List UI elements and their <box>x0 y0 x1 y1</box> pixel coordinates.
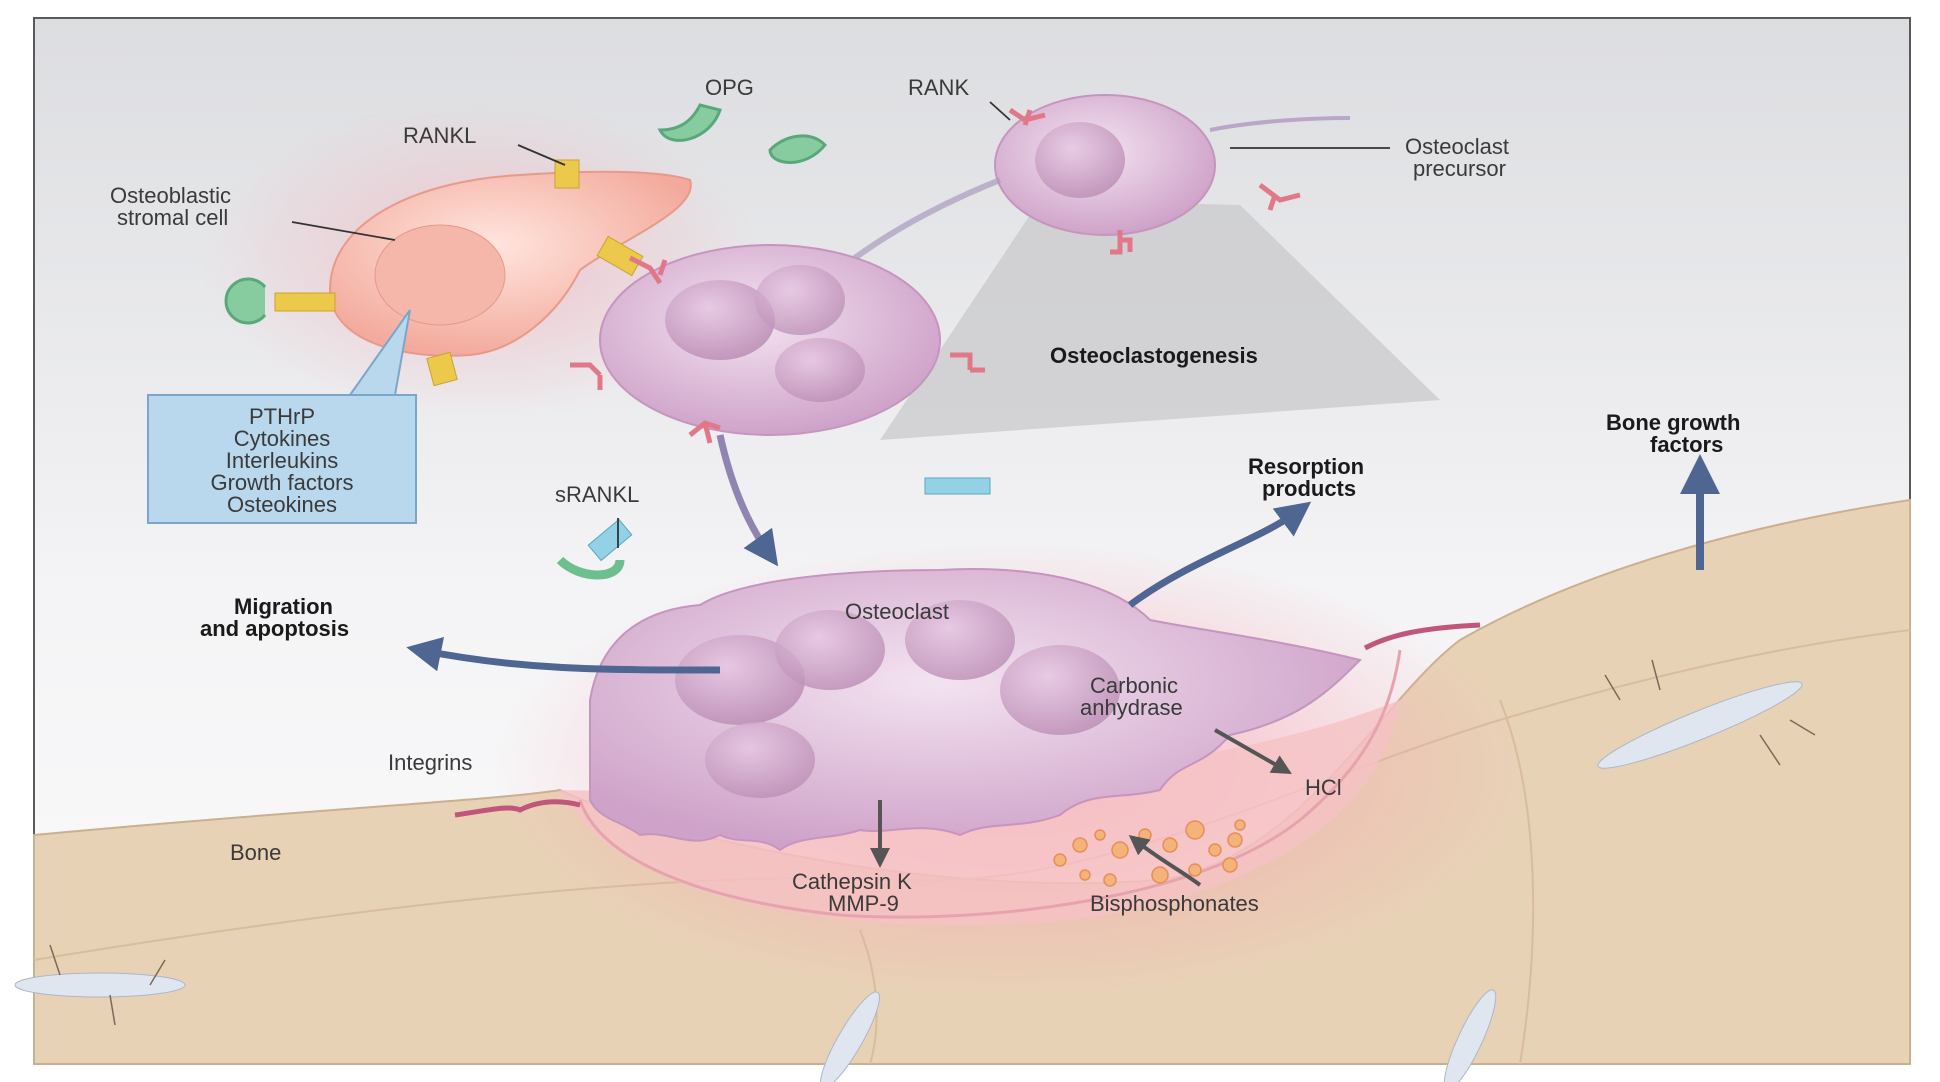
label-cathepsin: Cathepsin K <box>792 869 912 894</box>
factor-item: Interleukins <box>226 448 339 473</box>
opg-molecule <box>657 103 722 142</box>
osteoclastogenesis-region <box>880 200 1440 440</box>
factor-item: Osteokines <box>227 492 337 517</box>
osteocyte <box>1443 989 1497 1082</box>
label-rank: RANK <box>908 75 969 100</box>
rankl-ligand <box>426 351 458 387</box>
label-integrins: Integrins <box>388 750 472 775</box>
fusion-arrow <box>716 434 779 567</box>
label-migration-1: Migration <box>234 594 333 619</box>
migration-arrow[interactable] <box>406 636 721 674</box>
label-precursor-1: Osteoclast <box>1405 134 1509 159</box>
label-resorption-1: Resorption <box>1248 454 1364 479</box>
rank-receptors <box>570 107 1301 444</box>
label-carbonic-1: Carbonic <box>1090 673 1178 698</box>
mature-osteoclast <box>589 568 1362 852</box>
label-hcl: HCl <box>1305 775 1342 800</box>
hcl-arrow[interactable] <box>1214 728 1292 774</box>
label-bone-growth-1: Bone growth <box>1606 410 1740 435</box>
osteocyte <box>14 944 186 1026</box>
integrin <box>454 799 581 818</box>
bisphosphonate-arrow[interactable] <box>1128 835 1202 887</box>
factor-item: PTHrP <box>249 404 315 429</box>
resorption-arrow[interactable] <box>1127 501 1312 608</box>
label-mmp9: MMP-9 <box>828 891 899 916</box>
osteoblast-nucleus <box>374 224 506 326</box>
label-opg: OPG <box>705 75 754 100</box>
fusing-osteoclast-cell <box>599 244 941 436</box>
rankl-ligand <box>554 159 580 189</box>
osteoclast-precursor-cell <box>994 94 1351 236</box>
opg-molecule <box>556 556 625 580</box>
label-osteoclast: Osteoclast <box>845 599 949 624</box>
osteocyte <box>1597 659 1816 769</box>
rankl-ligand <box>596 235 644 277</box>
rankl-ligand <box>274 292 336 312</box>
integrin <box>1363 622 1481 651</box>
label-osteoblastic-1: Osteoblastic <box>110 183 231 208</box>
label-bisphosphonates: Bisphosphonates <box>1090 891 1259 916</box>
factor-item: Growth factors <box>210 470 353 495</box>
bisphosphonate-particles <box>1053 819 1246 887</box>
factor-item: Cytokines <box>234 426 331 451</box>
label-resorption-2: products <box>1262 476 1356 501</box>
label-migration-2: and apoptosis <box>200 616 349 641</box>
label-osteoclastogenesis: Osteoclastogenesis <box>1050 343 1258 368</box>
opg-molecule <box>768 134 828 164</box>
label-bone: Bone <box>230 840 281 865</box>
ruffled-border <box>578 649 1402 919</box>
leader-lines <box>291 101 1390 548</box>
label-rankl: RANKL <box>403 123 476 148</box>
label-osteoblastic-2: stromal cell <box>117 205 228 230</box>
srankl-molecule <box>924 477 991 495</box>
factor-box <box>147 394 417 524</box>
srankl-molecule <box>587 518 633 562</box>
label-precursor-2: precursor <box>1413 156 1506 181</box>
label-bone-growth-2: factors <box>1650 432 1723 457</box>
label-carbonic-2: anhydrase <box>1080 695 1183 720</box>
opg-molecule <box>224 277 267 325</box>
label-srankl: sRANKL <box>555 482 639 507</box>
